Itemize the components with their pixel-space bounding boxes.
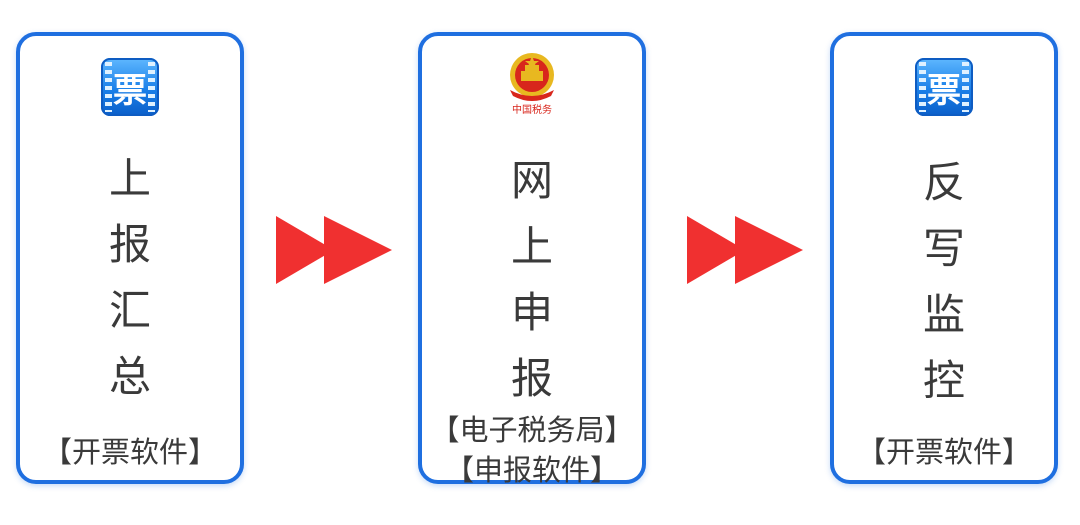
step-title-char: 总: [108, 352, 152, 401]
step-title-char: 报: [108, 220, 152, 269]
step-software-label: 【申报软件】: [444, 453, 619, 487]
step-title-char: 反: [922, 158, 966, 207]
step-title: 网 上 申 报: [511, 148, 553, 412]
ticket-icon: 票: [101, 58, 159, 116]
step-card-online-filing: 中国税务 网 上 申 报 【电子税务局】 【申报软件】: [418, 32, 646, 487]
step-software-label: 【开票软件】: [856, 435, 1031, 469]
step-title-char: 上: [510, 222, 554, 271]
double-arrow-icon: [687, 216, 803, 284]
step-title-char: 网: [510, 156, 554, 205]
step-software-label: 【电子税务局】: [430, 413, 634, 447]
step-title-char: 报: [510, 354, 554, 403]
ticket-icon-glyph: 票: [927, 70, 961, 111]
step-title-char: 写: [922, 224, 966, 273]
step-title-char: 控: [922, 356, 966, 405]
step-software-label: 【开票软件】: [42, 435, 217, 469]
double-arrow-icon: [276, 216, 392, 284]
step-card-report-summary: 票 上 报 汇 总 【开票软件】: [16, 32, 244, 484]
step-title-char: 监: [922, 290, 966, 339]
step-title: 上 报 汇 总: [109, 146, 151, 410]
ticket-icon-glyph: 票: [113, 70, 147, 111]
step-title: 反 写 监 控: [923, 150, 965, 414]
step-card-writeback-monitor: 票 反 写 监 控 【开票软件】: [830, 32, 1058, 484]
tax-bureau-emblem-icon: 中国税务: [497, 50, 567, 116]
emblem-caption: 中国税务: [512, 103, 552, 116]
step-title-char: 申: [510, 288, 554, 337]
ticket-icon: 票: [915, 58, 973, 116]
step-title-char: 上: [108, 154, 152, 203]
step-title-char: 汇: [108, 286, 152, 335]
